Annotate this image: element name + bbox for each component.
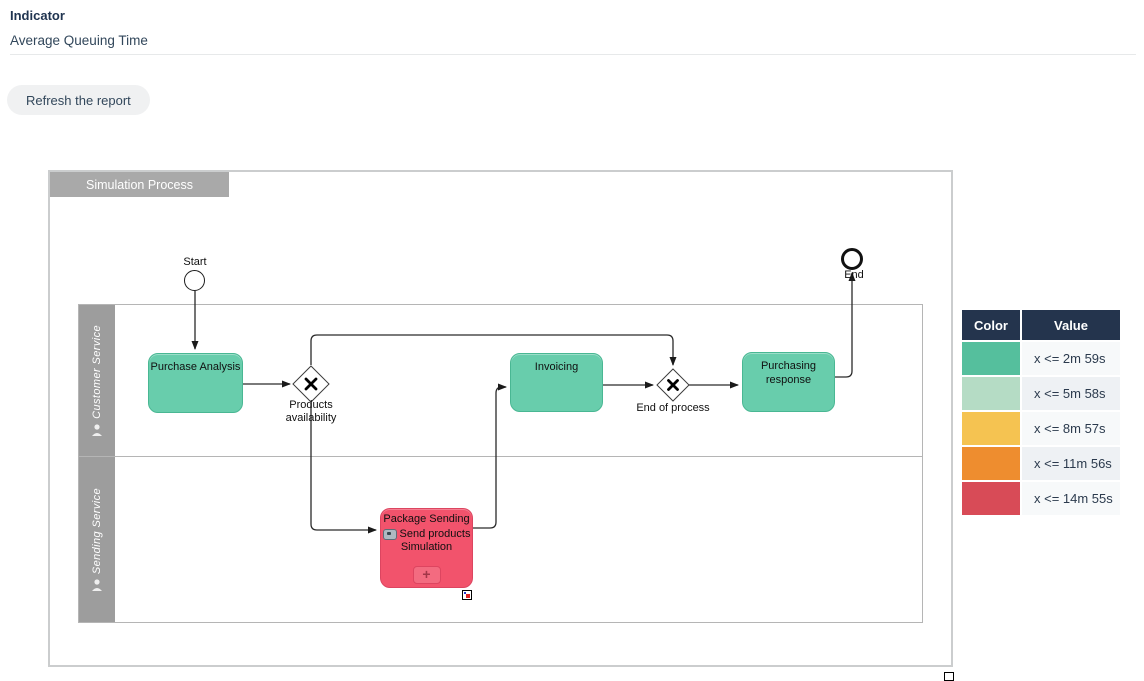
legend-header-color: Color [962,310,1020,340]
legend-value: x <= 5m 58s [1022,377,1120,410]
person-icon [92,424,102,436]
lane-label: Sending Service [91,487,103,575]
legend-swatch [962,412,1020,445]
start-event [184,270,205,291]
lane-customer-service-header: Customer Service [79,305,115,456]
process-title-tab: Simulation Process [50,172,229,197]
task-purchase-analysis: Purchase Analysis [148,353,243,413]
process-diagram-canvas: Simulation Process Customer Service Send… [48,170,953,667]
lane-sending-service-header: Sending Service [79,457,115,622]
legend-swatch [962,377,1020,410]
legend-table: Color Value x <= 2m 59s x <= 5m 58s x <=… [962,310,1120,515]
task-purchasing-response: Purchasing response [742,352,835,412]
task-invoicing: Invoicing [510,353,603,412]
resize-corner-icon [944,672,954,681]
legend-value: x <= 14m 55s [1022,482,1120,515]
page-title: Indicator [10,8,65,23]
task-subtitle-line2: Simulation [400,541,453,553]
lane-sending-service: Sending Service [78,456,923,623]
legend-swatch [962,482,1020,515]
legend-header-value: Value [1022,310,1120,340]
task-subtitle-line1: Send products [399,527,471,540]
start-event-label: Start [183,256,207,268]
task-package-sending-title: Package Sending [383,513,470,525]
legend-value: x <= 11m 56s [1022,447,1120,480]
refresh-report-button[interactable]: Refresh the report [7,85,150,115]
end-event-label: End [844,269,864,281]
legend-value: x <= 8m 57s [1022,412,1120,445]
lane-label: Customer Service [91,325,103,419]
person-icon [92,579,102,592]
link-marker-icon [462,590,472,600]
gateway-products-availability-label: Products availability [285,399,337,424]
indicator-value: Average Queuing Time [10,33,148,48]
task-package-sending: Package Sending Send products Simulation… [380,508,473,600]
simulation-marker-icon [382,528,397,540]
legend-swatch [962,342,1020,375]
subprocess-expand-icon: + [412,566,441,584]
legend-value: x <= 2m 59s [1022,342,1120,375]
header-divider [10,54,1136,55]
legend-swatch [962,447,1020,480]
gateway-end-of-process-label: End of process [636,402,710,414]
end-event [841,248,863,270]
